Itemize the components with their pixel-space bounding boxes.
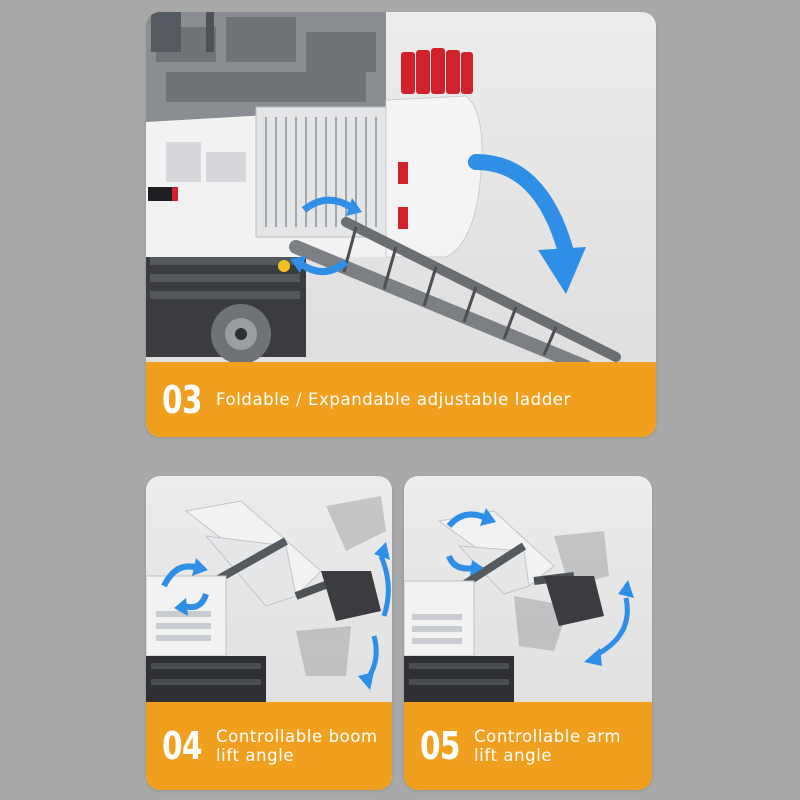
feature-card-boom: 04 Controllable boom lift angle — [146, 476, 392, 790]
feature-caption: Controllable arm lift angle — [474, 727, 621, 765]
feature-number: 05 — [420, 724, 460, 768]
counterweight — [385, 95, 483, 258]
excavator-ladder-image — [146, 12, 621, 362]
bucket — [321, 571, 381, 621]
feature-card-arm: 05 Controllable arm lift angle — [404, 476, 652, 790]
brand-plate — [148, 187, 176, 201]
rotate-arrow-icon — [161, 558, 209, 616]
feature-caption: Foldable / Expandable adjustable ladder — [216, 390, 571, 409]
feature-card-ladder: 03 Foldable / Expandable adjustable ladd… — [146, 12, 656, 437]
caption-line: Controllable arm — [474, 727, 622, 746]
feature-banner: 03 Foldable / Expandable adjustable ladd… — [146, 362, 656, 437]
caption-line: Controllable boom — [216, 727, 378, 746]
feature-banner: 04 Controllable boom lift angle — [146, 702, 392, 790]
caption-line: lift angle — [474, 746, 553, 765]
feature-banner: 05 Controllable arm lift angle — [404, 702, 652, 790]
red-engine-blocks — [401, 48, 473, 94]
rotate-arrow-icon — [290, 196, 362, 275]
bucket — [544, 576, 604, 626]
feature-caption: Controllable boom lift angle — [216, 727, 378, 765]
excavator-arm-image — [404, 508, 634, 706]
double-headed-arc-arrow-icon — [584, 580, 634, 666]
caption-line: lift angle — [216, 746, 295, 765]
double-headed-arc-arrow-icon — [358, 542, 391, 690]
rotate-arrow-icon — [446, 508, 496, 576]
feature-number: 04 — [162, 724, 202, 768]
excavator-boom-image — [146, 496, 391, 706]
feature-number: 03 — [162, 377, 202, 422]
curved-down-arrow-icon — [468, 154, 586, 294]
